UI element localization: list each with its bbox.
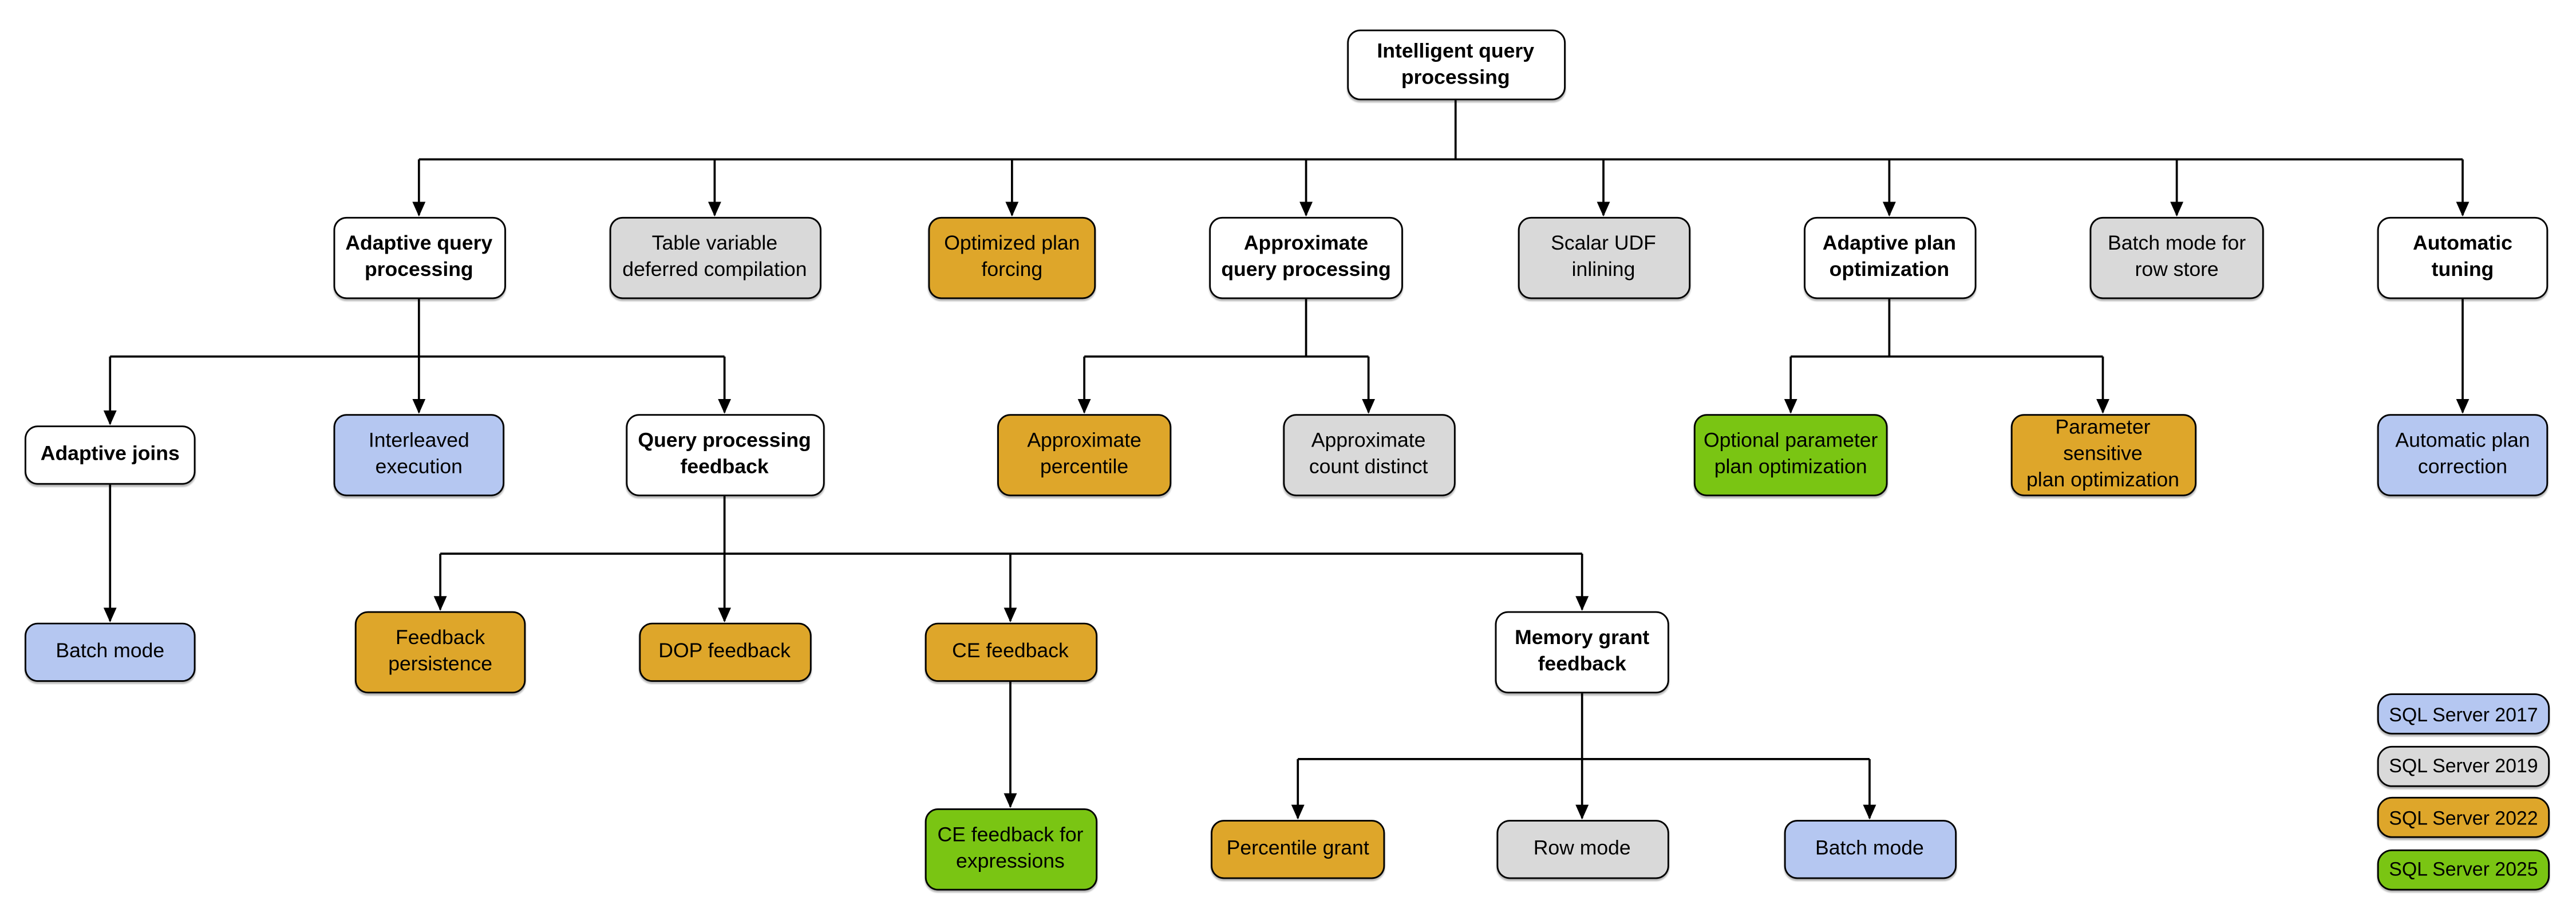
legend-item-sql-server-2017: SQL Server 2017 [2377,693,2550,735]
node-label: Feedback persistence [388,626,493,676]
node-label: Automatic plan correction [2395,429,2530,479]
node-scalar-udf-inlining: Scalar UDF inlining [1517,216,1690,299]
node-label: Percentile grant [1226,836,1369,860]
node-label: Adaptive query processing [345,232,493,281]
node-label: Memory grant feedback [1515,626,1650,676]
legend-label: SQL Server 2022 [2389,806,2538,829]
node-label: Batch mode [1815,836,1924,860]
node-memory-grant-feedback: Memory grant feedback [1495,611,1669,694]
node-adaptive-query-processing: Adaptive query processing [333,216,505,299]
node-label: Batch mode for row store [2108,232,2246,281]
node-approximate-query-processing: Approximate query processing [1209,216,1403,299]
node-label: Adaptive plan optimization [1822,232,1956,281]
node-label: Table variable deferred compilation [622,232,807,281]
node-feedback-persistence: Feedback persistence [354,611,526,694]
connector-arrows [103,159,2470,820]
legend-item-sql-server-2025: SQL Server 2025 [2377,848,2550,890]
legend-label: SQL Server 2019 [2389,754,2538,777]
node-label: Approximate count distinct [1309,429,1428,479]
node-label: Scalar UDF inlining [1551,232,1656,281]
node-adaptive-plan-optimization: Adaptive plan optimization [1803,216,1976,299]
node-ce-feedback-for-expressions: CE feedback for expressions [924,808,1097,891]
node-label: DOP feedback [658,639,791,662]
node-optional-parameter-plan-optimization: Optional parameter plan optimization [1693,414,1888,496]
node-label: Query processing feedback [638,429,811,479]
node-query-processing-feedback: Query processing feedback [625,414,824,496]
node-approximate-percentile: Approximate percentile [997,414,1172,496]
node-label: Parameter sensitive plan optimization [2026,416,2179,491]
node-label: Approximate query processing [1221,232,1391,281]
node-batch-mode-memory-grant: Batch mode [1783,820,1956,879]
node-adaptive-joins: Adaptive joins [25,425,196,485]
node-row-mode: Row mode [1496,820,1669,879]
node-label: Interleaved execution [368,429,469,479]
node-interleaved-execution: Interleaved execution [333,414,505,496]
node-batch-mode-adaptive-joins: Batch mode [25,622,196,682]
node-label: CE feedback for expressions [937,823,1084,872]
node-label: Intelligent query processing [1377,38,1535,88]
node-dop-feedback: DOP feedback [638,622,811,682]
node-automatic-tuning: Automatic tuning [2377,216,2549,299]
node-label: Row mode [1533,836,1631,860]
node-percentile-grant: Percentile grant [1211,820,1385,879]
node-intelligent-query-processing: Intelligent query processing [1346,29,1565,101]
node-label: Optional parameter plan optimization [1703,429,1878,479]
legend-item-sql-server-2022: SQL Server 2022 [2377,796,2550,838]
node-ce-feedback: CE feedback [924,622,1097,682]
node-approximate-count-distinct: Approximate count distinct [1282,414,1455,496]
node-table-variable-deferred-compilation: Table variable deferred compilation [609,216,821,299]
legend-item-sql-server-2019: SQL Server 2019 [2377,745,2550,787]
node-label: Automatic tuning [2413,232,2512,281]
node-optimized-plan-forcing: Optimized plan forcing [928,216,1096,299]
legend-label: SQL Server 2017 [2389,702,2538,726]
node-label: Approximate percentile [1027,429,1141,479]
node-label: Adaptive joins [40,442,180,465]
node-parameter-sensitive-plan-optimization: Parameter sensitive plan optimization [2010,414,2196,496]
node-label: Optimized plan forcing [944,232,1080,281]
legend-label: SQL Server 2025 [2389,858,2538,881]
node-automatic-plan-correction: Automatic plan correction [2377,414,2549,496]
node-batch-mode-for-row-store: Batch mode for row store [2089,216,2264,299]
node-label: CE feedback [952,639,1069,662]
node-label: Batch mode [56,639,165,662]
